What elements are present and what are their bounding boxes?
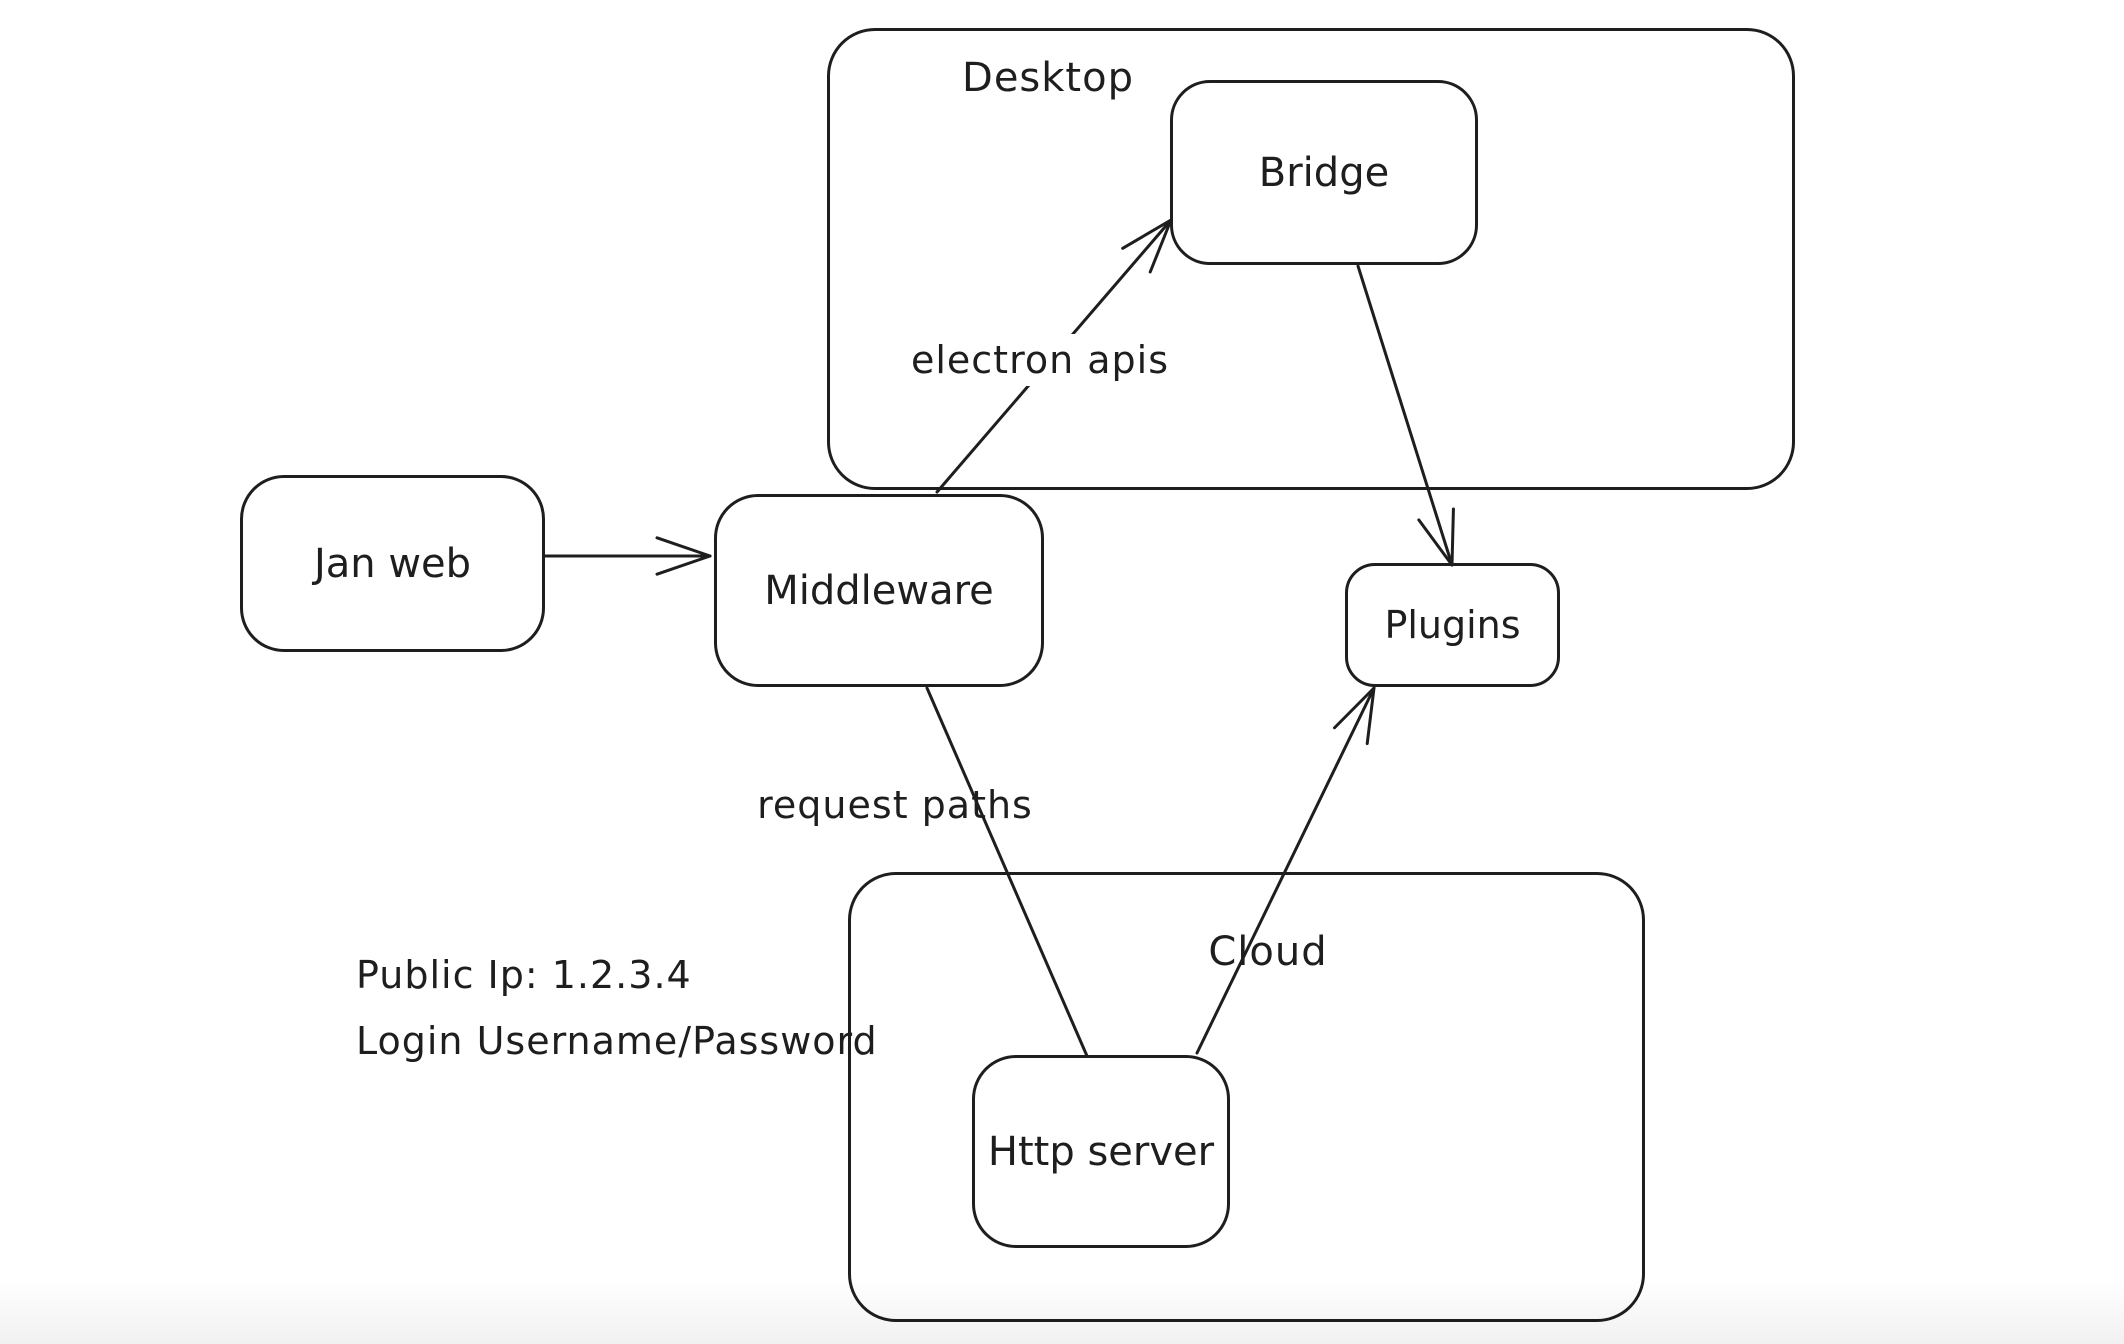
electron-apis-edge-label[interactable]: electron apis [898, 334, 1182, 386]
desktop-label[interactable]: Desktop [962, 55, 1134, 101]
middleware-label: Middleware [764, 567, 994, 614]
arrow-janweb-to-middleware[interactable] [543, 536, 712, 576]
line-middleware-to-httpserver[interactable] [925, 686, 1089, 1058]
cloud-container[interactable] [848, 872, 1645, 1322]
desktop-container[interactable] [827, 28, 1795, 490]
plugins-node[interactable]: Plugins [1345, 563, 1560, 687]
arrow-bridge-to-plugins[interactable] [1356, 264, 1455, 567]
login-credentials-line: Login Username/Password [356, 1019, 878, 1063]
plugins-label: Plugins [1384, 603, 1521, 647]
jan-web-label: Jan web [313, 540, 472, 587]
cloud-label[interactable]: Cloud [1208, 929, 1328, 975]
bridge-node[interactable]: Bridge [1170, 80, 1478, 265]
http-server-label: Http server [987, 1128, 1215, 1175]
public-ip-line: Public Ip: 1.2.3.4 [356, 953, 692, 997]
middleware-node[interactable]: Middleware [714, 494, 1044, 687]
request-paths-edge-label[interactable]: request paths [757, 783, 1033, 827]
jan-web-node[interactable]: Jan web [240, 475, 545, 652]
bridge-label: Bridge [1258, 149, 1390, 196]
public-ip-annotation[interactable]: Public Ip: 1.2.3.4 Login Username/Passwo… [356, 942, 878, 1074]
http-server-node[interactable]: Http server [972, 1055, 1230, 1248]
arrow-httpserver-to-plugins[interactable] [1195, 686, 1376, 1055]
